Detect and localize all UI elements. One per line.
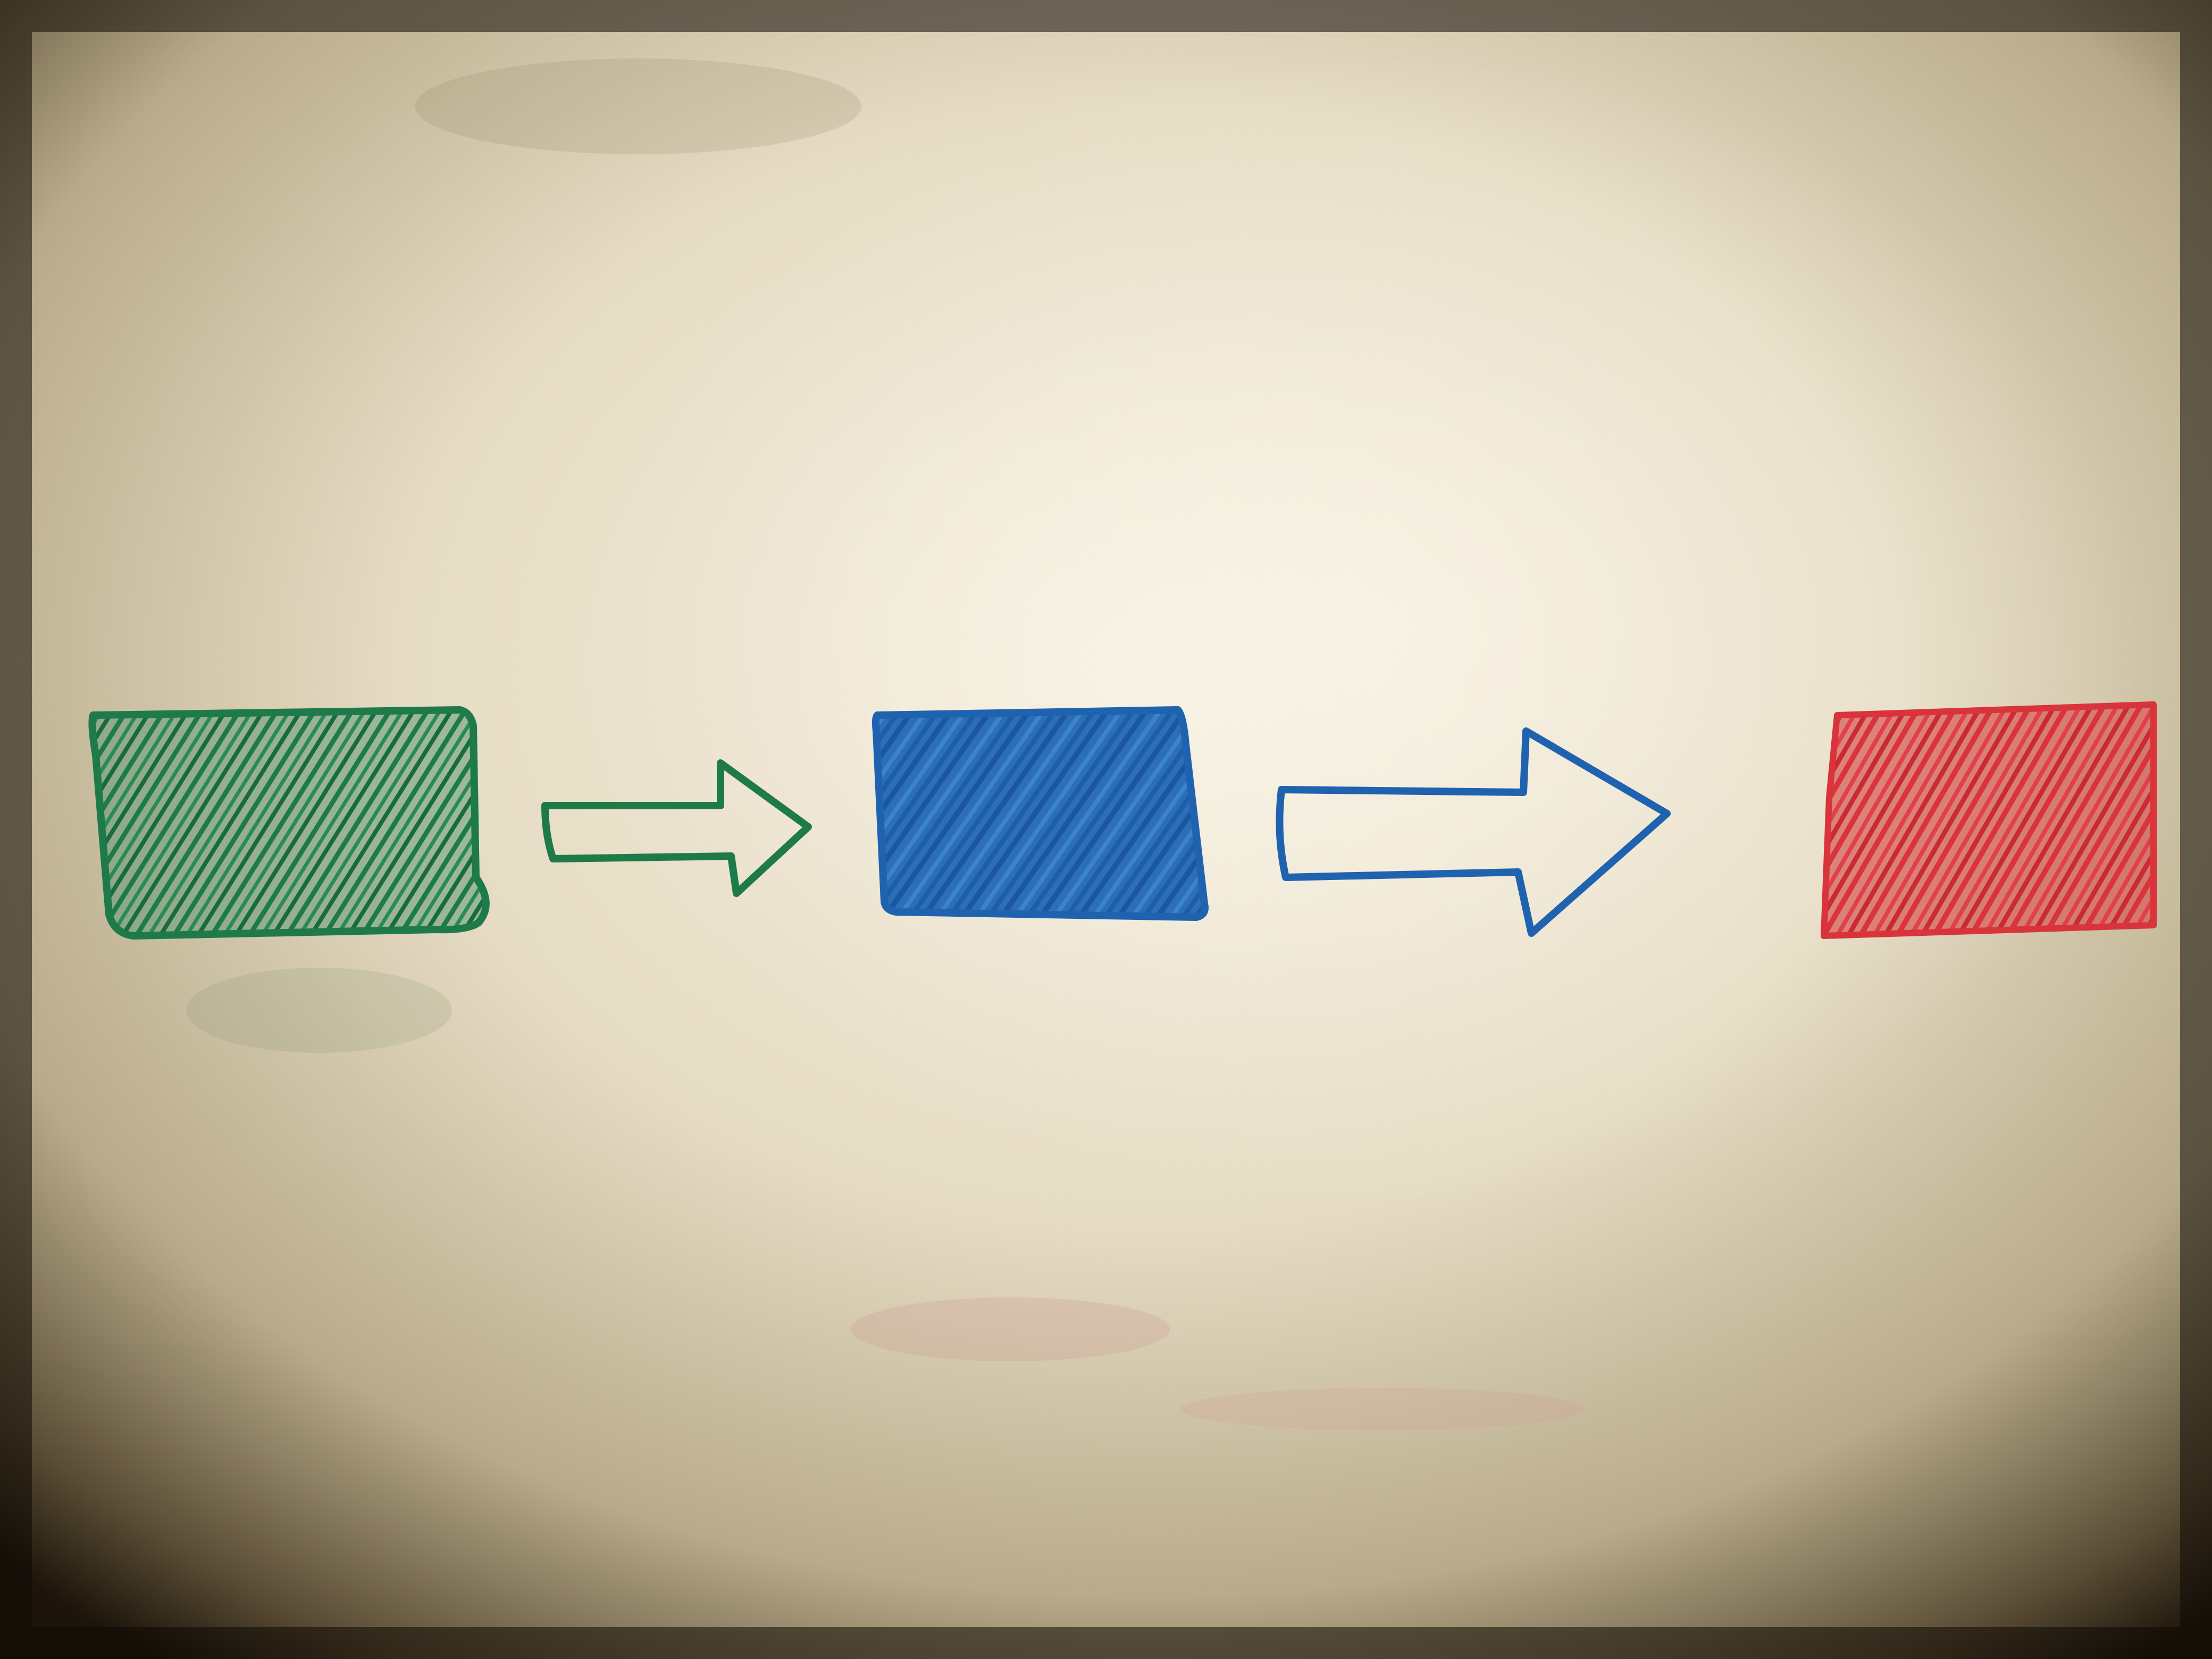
green-box: [88, 706, 490, 940]
red-box: [1821, 701, 2157, 939]
blue-box: [872, 706, 1209, 921]
blue-arrow-icon: [1276, 727, 1671, 937]
board-smudges: [186, 58, 1585, 1430]
green-arrow-icon: [541, 759, 812, 897]
